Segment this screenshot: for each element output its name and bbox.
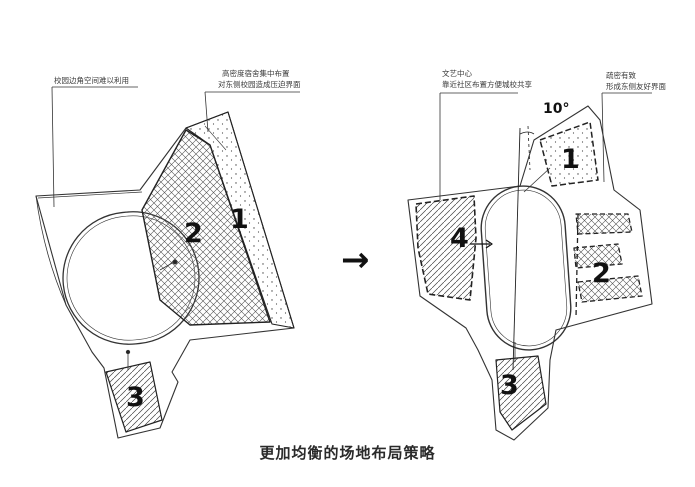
right-zone-2-block [573, 213, 643, 319]
right-sports-field [480, 185, 572, 351]
right-zone-label-1: 1 [561, 144, 580, 175]
left-zone-2-block [141, 129, 271, 326]
left-zone-label-1: 1 [230, 204, 249, 235]
right-arts-leader [439, 92, 518, 200]
left-note-dorm-2: 对东侧校园造成压迫界面 [218, 80, 301, 89]
right-note-sparse-1: 疏密有致 [606, 71, 636, 80]
right-sparse-leader [601, 92, 652, 183]
right-site-plan [407, 92, 653, 441]
right-note-sparse-2: 形成东侧友好界面 [606, 82, 666, 91]
left-zone-label-2: 2 [184, 218, 203, 249]
right-site-boundary [407, 105, 653, 441]
right-zone-3-block [495, 355, 547, 431]
left-dorm-leader [204, 91, 300, 133]
right-zone-label-3: 3 [500, 370, 519, 401]
rotation-angle-label: 10° [543, 101, 570, 117]
left-zone-1-strip [185, 111, 295, 329]
figure-caption: 更加均衡的场地布局策略 [259, 444, 436, 462]
right-zone-4-block [415, 195, 477, 301]
left-note-dorm-1: 高密度宿舍集中布置 [222, 69, 290, 78]
right-rotation-axis [512, 127, 521, 371]
left-corner-leader [51, 86, 138, 208]
left-note-corner: 校园边角空间难以利用 [54, 76, 129, 85]
right-zone-label-4: 4 [450, 223, 469, 254]
left-site-plan [35, 86, 300, 439]
right-note-arts-1: 文艺中心 [442, 69, 472, 78]
right-zone-1-block [539, 121, 599, 187]
right-zone-label-2: 2 [592, 258, 611, 289]
right-note-arts-2: 靠近社区布置方便城校共享 [442, 80, 532, 89]
left-zone-3-block [105, 361, 163, 433]
transform-arrow-icon: → [341, 240, 370, 280]
left-zone-label-3: 3 [126, 382, 145, 413]
